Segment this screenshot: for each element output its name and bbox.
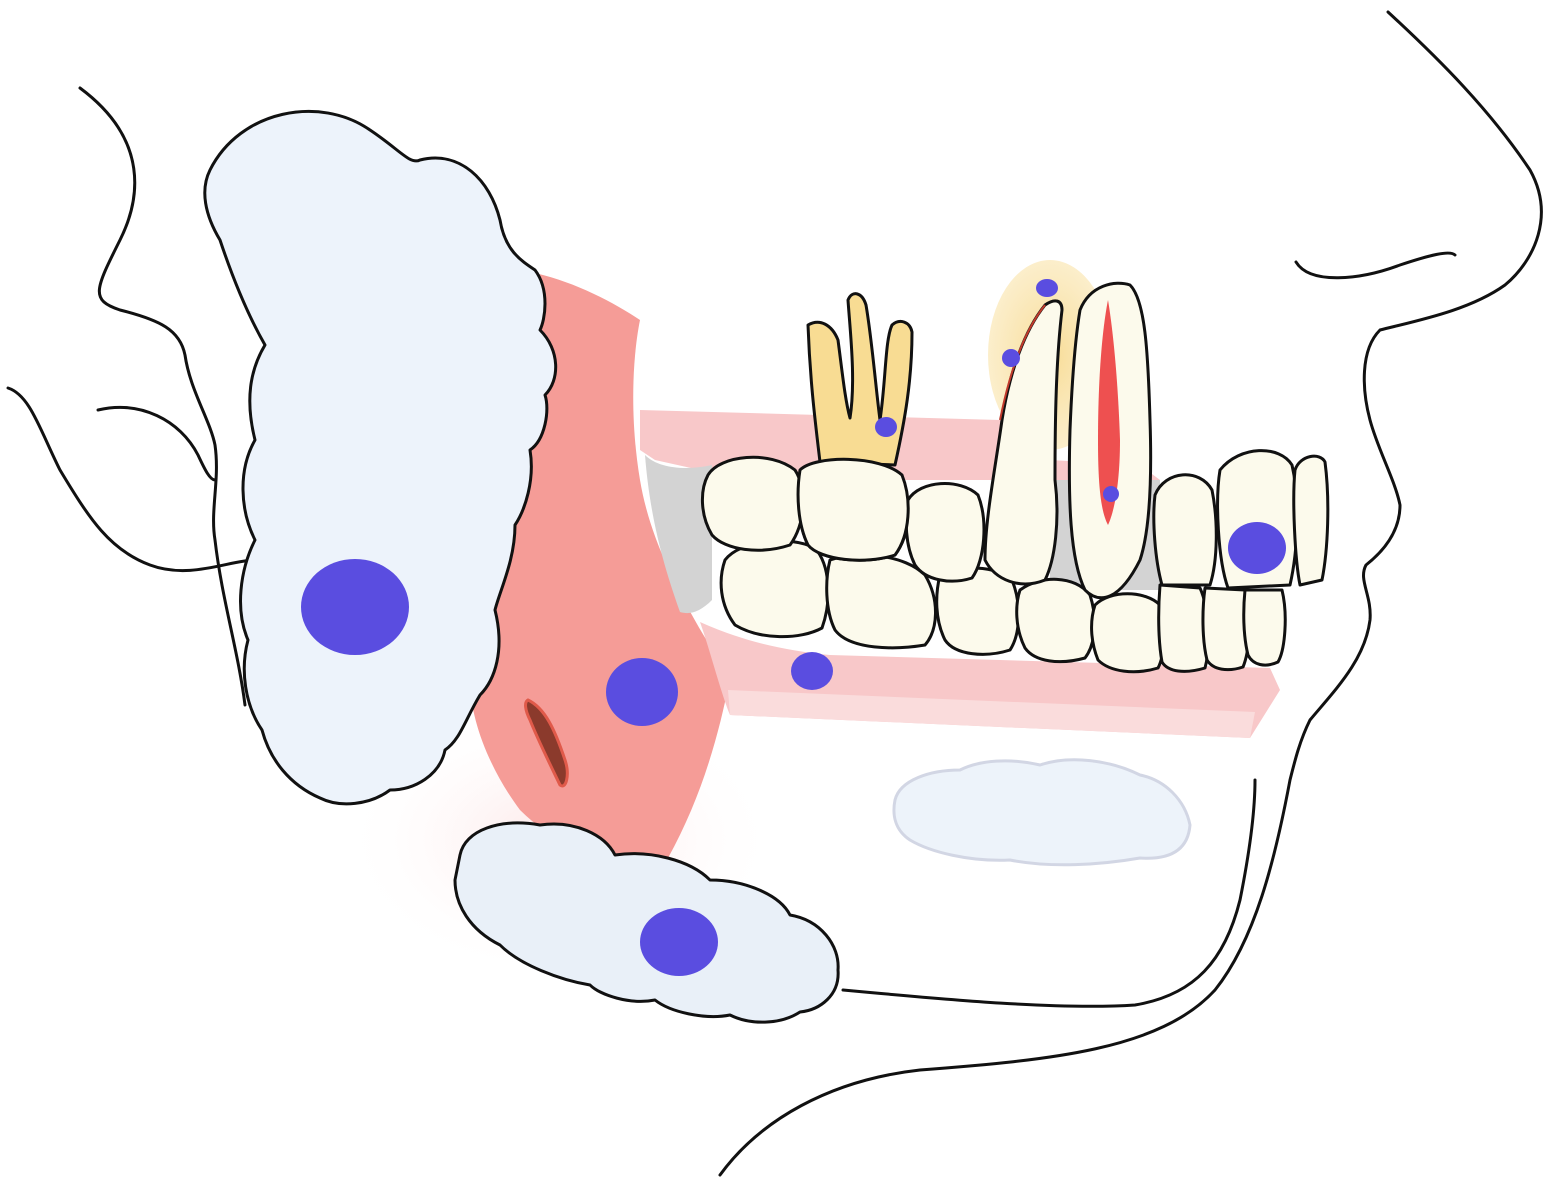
molar-crown xyxy=(796,457,910,562)
parotid-gland xyxy=(203,109,558,806)
hotspot-molar-root[interactable] xyxy=(875,417,897,437)
hotspot-pulp-canal[interactable] xyxy=(1103,486,1119,502)
molar-roots xyxy=(806,292,914,467)
root-surface-line xyxy=(999,304,1046,421)
hotspot-parotid-gland[interactable] xyxy=(301,559,409,655)
wound xyxy=(524,698,569,788)
submandibular-gland xyxy=(453,821,840,1024)
ear-outline xyxy=(6,86,257,707)
hotspot-root-apex-abscess[interactable] xyxy=(1036,279,1058,297)
hotspot-incisor[interactable] xyxy=(1228,522,1286,574)
alveolar-bone xyxy=(645,455,712,614)
hotspot-root-surface[interactable] xyxy=(1002,349,1020,367)
hotspot-lower-gum[interactable] xyxy=(791,652,833,690)
lower-teeth xyxy=(719,539,1287,674)
hotspot-masseter-muscle[interactable] xyxy=(606,658,678,726)
pulp-canal xyxy=(1098,300,1120,525)
hotspot-submandibular-gland[interactable] xyxy=(640,908,718,976)
hotspot-markers xyxy=(301,279,1286,976)
lower-gum-edge xyxy=(728,690,1255,738)
face-profile xyxy=(718,10,1543,1177)
floor-of-mouth xyxy=(892,758,1192,867)
